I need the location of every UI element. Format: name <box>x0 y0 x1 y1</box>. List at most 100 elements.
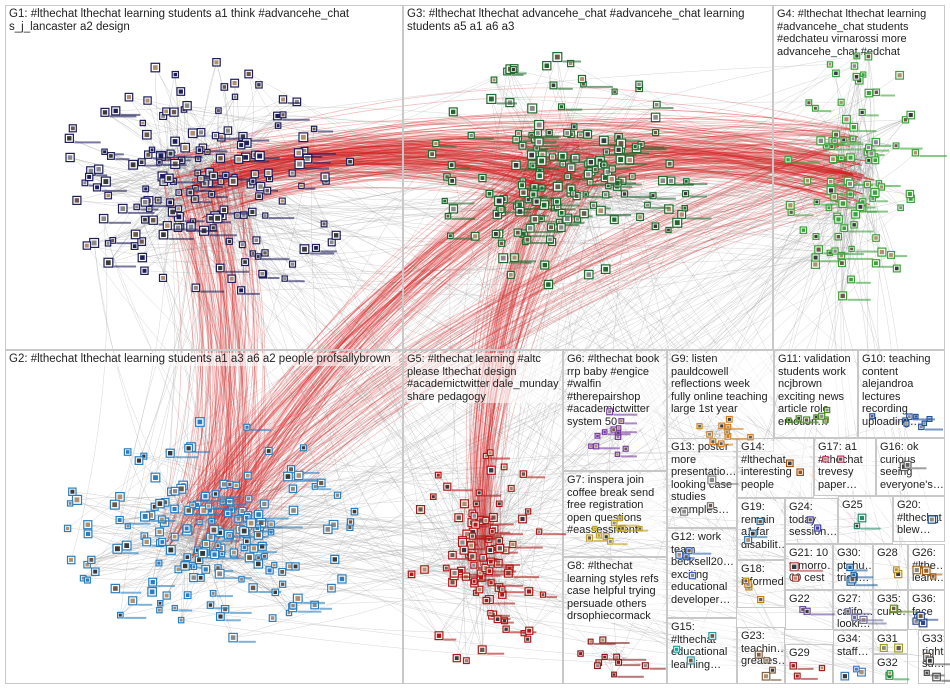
vertex-g2 <box>159 539 166 546</box>
vertex-g3 <box>541 261 549 269</box>
vertex-g5 <box>417 506 425 514</box>
vertex-g25 <box>858 514 866 522</box>
vertex-g6 <box>607 409 638 416</box>
vertex-g2 <box>241 545 247 551</box>
vertex-g5 <box>526 627 533 634</box>
vertex-g2 <box>338 575 346 583</box>
vertex-g3 <box>637 214 644 221</box>
vertex-g1 <box>196 147 203 154</box>
vertex-g2 <box>157 608 162 613</box>
vertex-g2 <box>191 564 196 569</box>
vertex-g2 <box>203 540 210 547</box>
vertex-g1 <box>290 261 296 267</box>
vertex-g3 <box>638 142 664 149</box>
vertex-g2 <box>171 505 179 513</box>
vertex-g2 <box>222 606 252 614</box>
vertex-g3 <box>587 158 595 166</box>
vertex-g4 <box>896 72 904 80</box>
vertex-g3 <box>665 205 673 213</box>
vertex-g4 <box>912 150 947 157</box>
vertex-g5 <box>487 547 494 554</box>
vertex-g2 <box>265 448 272 455</box>
vertex-g3 <box>554 198 561 205</box>
vertex-g3 <box>448 162 469 170</box>
vertex-g3 <box>449 205 457 213</box>
vertex-g1 <box>100 215 132 224</box>
vertex-g2 <box>65 525 71 531</box>
vertex-g3 <box>547 236 554 243</box>
vertex-g33 <box>926 657 950 665</box>
vertex-g5 <box>472 579 477 584</box>
vertex-g1 <box>238 287 260 295</box>
vertex-g5 <box>501 464 507 470</box>
vertex-g2 <box>171 487 179 495</box>
vertex-g4 <box>831 194 838 201</box>
vertex-g3 <box>536 172 544 180</box>
vertex-g1 <box>299 183 316 189</box>
vertex-g1 <box>265 169 272 176</box>
vertex-g5 <box>476 490 501 497</box>
vertex-g5 <box>444 565 450 571</box>
vertex-g1 <box>245 70 253 78</box>
vertex-g35 <box>890 605 918 613</box>
vertex-g3 <box>544 280 552 288</box>
vertex-g3 <box>492 230 499 237</box>
vertex-g1 <box>143 131 152 140</box>
vertex-g8 <box>600 637 630 644</box>
vertex-g4 <box>864 181 870 187</box>
vertex-g3 <box>666 160 673 167</box>
vertex-g5 <box>483 597 489 603</box>
vertex-g9 <box>707 432 713 438</box>
vertex-g5 <box>435 632 456 641</box>
vertex-g2 <box>190 574 198 582</box>
vertex-g26 <box>923 567 943 576</box>
vertex-g2 <box>244 424 271 431</box>
vertex-g2 <box>290 603 296 609</box>
vertex-g1 <box>217 154 225 162</box>
vertex-g4 <box>873 235 880 242</box>
vertex-g1 <box>165 174 198 183</box>
vertex-g1 <box>275 123 280 128</box>
vertex-g10 <box>870 414 875 419</box>
vertex-g5 <box>453 655 460 662</box>
vertex-g2 <box>280 581 286 587</box>
vertex-g2 <box>335 492 341 498</box>
vertex-g2 <box>215 569 252 579</box>
vertex-g4 <box>866 158 872 164</box>
vertex-g2 <box>124 449 130 456</box>
vertex-g2 <box>324 525 332 533</box>
vertex-g2 <box>202 566 210 574</box>
vertex-g5 <box>421 566 428 573</box>
vertex-g1 <box>312 126 334 132</box>
vertex-g19 <box>745 537 752 544</box>
vertex-g6 <box>611 427 637 433</box>
vertex-g2 <box>229 633 256 642</box>
vertex-g3 <box>513 136 519 142</box>
vertex-g4 <box>849 246 878 252</box>
vertex-g18 <box>743 578 748 583</box>
vertex-g2 <box>172 606 192 612</box>
vertex-g3 <box>448 233 474 240</box>
vertex-g3 <box>651 113 659 121</box>
vertex-g2 <box>197 574 204 581</box>
vertex-g2 <box>227 533 232 538</box>
vertex-g17 <box>838 456 844 462</box>
vertex-g1 <box>176 206 182 212</box>
vertex-g1 <box>83 242 90 249</box>
vertex-g1 <box>289 170 295 176</box>
vertex-g4 <box>806 100 812 106</box>
vertex-g1 <box>321 221 327 227</box>
vertex-g1 <box>251 171 258 178</box>
vertex-g5 <box>435 472 441 478</box>
vertex-g3 <box>584 170 592 178</box>
vertex-g7 <box>612 520 640 526</box>
vertex-g3 <box>442 198 474 204</box>
vertex-g9 <box>697 424 702 429</box>
vertex-g2 <box>254 560 262 568</box>
vertex-g3 <box>636 81 642 87</box>
vertex-g19 <box>757 518 763 524</box>
vertex-g1 <box>242 259 249 266</box>
vertex-g30 <box>851 572 873 578</box>
